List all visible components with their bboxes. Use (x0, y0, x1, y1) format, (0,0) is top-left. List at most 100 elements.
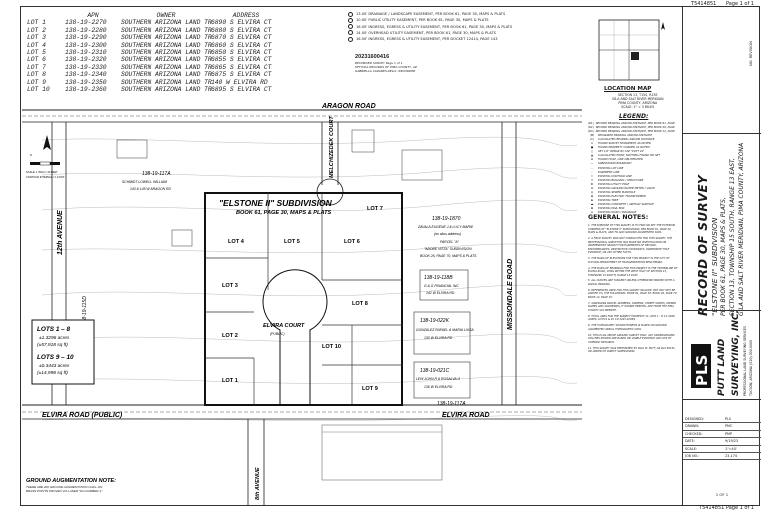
eighth-avenue: 8th AVENUE (247, 419, 265, 505)
legend-text: EXISTING SEWER MANHOLE (598, 189, 636, 194)
legend-text: EXISTING CONTOUR LINE (598, 173, 632, 178)
easement-note-text: 10.00' PUBLIC UTILITY EASEMENT, PER BOOK… (356, 18, 489, 23)
lot-table-header: APN OWNER ADDRESS (27, 12, 282, 19)
legend-text: EXISTING MAIL BOX (598, 205, 625, 210)
contour-line (41, 415, 578, 421)
legend-symbol: — (590, 161, 594, 166)
legend-text: EXISTING TREE (598, 197, 619, 202)
lot-address: 6850 S ELVIRA CT (211, 49, 272, 57)
subdivision-subtitle: BOOK 61, PAGE 30, MAPS & PLATS (236, 210, 331, 216)
legend-symbol: ≋ (590, 210, 594, 215)
parcel-apn: 138-19-021C (420, 368, 450, 374)
legend-item: ···EASEMENT LINE (588, 170, 676, 174)
building (351, 129, 375, 153)
contour-line (41, 284, 578, 297)
legend-item: (C)CALCULATED BEARING AND/OR DISTANCE (588, 137, 676, 141)
lot-table-header-address: ADDRESS (232, 12, 260, 19)
north-arrow-n: N (30, 153, 32, 157)
sheet-number: 1 OF 1 (715, 492, 729, 497)
note-marker-icon (348, 36, 353, 42)
footer-page: Page 1 of 1 (725, 505, 754, 511)
existing-buildings (116, 129, 443, 247)
contour-line (41, 376, 578, 384)
lot-address: 6890 S ELVIRA CT (211, 19, 272, 27)
metadata-value: PMP (725, 431, 733, 436)
lot-owner: SOUTHERN ARIZONA LAND TR (121, 41, 212, 49)
subdivision-title: "ELSTONE II" SUBDIVISION (219, 198, 333, 208)
metadata-row: DATE:9/19/23 (683, 438, 761, 446)
easement-note-text: 14.00' OVERHEAD UTILITY EASEMENT, PER BO… (356, 30, 496, 35)
curve-table (321, 424, 443, 481)
legend-text: EXISTING BUILDING / STRUCTURE (598, 177, 644, 182)
legend-item: ▲CALCULATED POINT, NOTHING FOUND OR SET (588, 153, 676, 157)
revision-label: NO. REVISION (749, 41, 753, 66)
legend-symbol: ⊡ (590, 185, 594, 190)
record-of-survey-title: RECORD OF SURVEY (696, 174, 710, 316)
parcel-gonzalez: 138-19-022K GONZALEZ RAFAEL & MARIA LUIS… (413, 311, 474, 355)
legend-item: ⊙FOUND SURVEY MONUMENT AS NOTED (588, 141, 676, 145)
elvira-road: ELVIRA ROAD (PUBLIC) ELVIRA ROAD (22, 404, 582, 420)
legend-text: SET 1/2" REBAR W/ CAP "PUTT LS" (598, 149, 645, 154)
legend-symbol: ⊠ (590, 205, 594, 210)
legend-symbol: (R3) (588, 129, 594, 134)
lot-1-label: LOT 1 (222, 378, 238, 384)
general-note: 9. THE TOPOGRAPHY SHOWN HEREON IS BASED … (588, 324, 667, 331)
lot-apn: 138-19-2310 (65, 49, 107, 57)
metadata-row: DRAWN:PMC (683, 423, 761, 431)
parcel-owner: SCHMIDT LOWELL WILLIAM (122, 180, 167, 184)
lot-owner: SOUTHERN ARIZONA LAND TR (121, 71, 212, 79)
parcel-box (413, 311, 471, 355)
legend-symbol: ▭ (590, 177, 594, 182)
legend-text: CALCULATED BEARING AND/OR DISTANCE (598, 137, 655, 142)
general-note: 10. THIS IS AN ABOVE GROUND SURVEY ONLY.… (588, 333, 675, 344)
legend-symbol: ● (590, 145, 594, 150)
easement-note: 16.50' INGRESS, EGRESS & UTILITY EASEMEN… (348, 36, 578, 42)
melchizedek-court: MELCHIZEDEK COURT (316, 116, 344, 206)
legend-item: ●FOUND PROPERTY CORNER AS NOTED (588, 145, 676, 149)
lot-number: LOT 7 (27, 63, 46, 71)
curve-table-frame (321, 424, 443, 481)
parcel-owner: LEW JOHN R & ROSALVA G (416, 377, 461, 381)
legend-text: FOUND HOLE, LINE OBLITERATED (598, 157, 643, 162)
legend-symbol: (R1) (588, 121, 594, 125)
easement-note-text: 16.50' INGRESS, EGRESS & UTILITY EASEMEN… (356, 37, 498, 42)
lot-lines (205, 193, 402, 405)
lot-owner: SOUTHERN ARIZONA LAND TR (121, 19, 212, 27)
company-contact: TUCSON, ARIZONA (520) 000-0000 (749, 340, 753, 396)
easement-note-text: 16.00' INGRESS, EGRESS & UTILITY EASEMEN… (356, 24, 513, 29)
parcel-address: 130 W ELVIRA RD (424, 336, 453, 340)
metadata-key: SCALE: (685, 446, 698, 451)
building (401, 149, 443, 181)
legend-item: - -EXISTING LOT LINE (588, 166, 676, 170)
north-arrow-icon (43, 135, 51, 150)
note-marker-icon (348, 30, 353, 36)
legend-symbol: ✚ (590, 181, 594, 186)
note-marker-icon (348, 24, 353, 30)
legend-symbol: ⊗ (590, 157, 594, 162)
legend-item: ⊞EXISTING ELECTRIC TRANSFORMER (588, 194, 676, 198)
lot-5-label: LOT 5 (284, 239, 300, 245)
location-map-line: SCALE: 1" = 3 MILES (621, 105, 655, 109)
north-arrow-icon (661, 22, 665, 30)
legend-item: ♣EXISTING TREE (588, 198, 676, 202)
footer-id: T5414851 Page 1 of 1 (699, 505, 754, 511)
metadata-key: DRAWN: (685, 424, 699, 429)
location-map-title: LOCATION MAP (604, 86, 652, 92)
lot-address: 140 W ELVIRA RD (211, 78, 268, 86)
legend-item: ≋ EXISTING WASH / DRAINAGE (588, 210, 676, 214)
legend-symbol: ⊙ (590, 141, 594, 146)
parcel-address: 136 W ELVIRA RD (424, 385, 453, 389)
lot-apn: 138-19-2360 (65, 86, 107, 94)
elvira-court-outline (262, 269, 328, 405)
legend-text: MEASURED BEARING AND/OR DISTANCE (598, 133, 653, 138)
legend-text: SUBDIVISION BOUNDARY (598, 161, 632, 166)
parcel-address: (no situs address) (434, 232, 461, 236)
lot-apn: 138-19-2280 (65, 26, 107, 34)
legend-text: EXISTING WASH / DRAINAGE (598, 210, 637, 215)
ground-augmentation-text: THERE ARE 200 GROUND AUGMENTATION CHILL-… (26, 486, 104, 493)
